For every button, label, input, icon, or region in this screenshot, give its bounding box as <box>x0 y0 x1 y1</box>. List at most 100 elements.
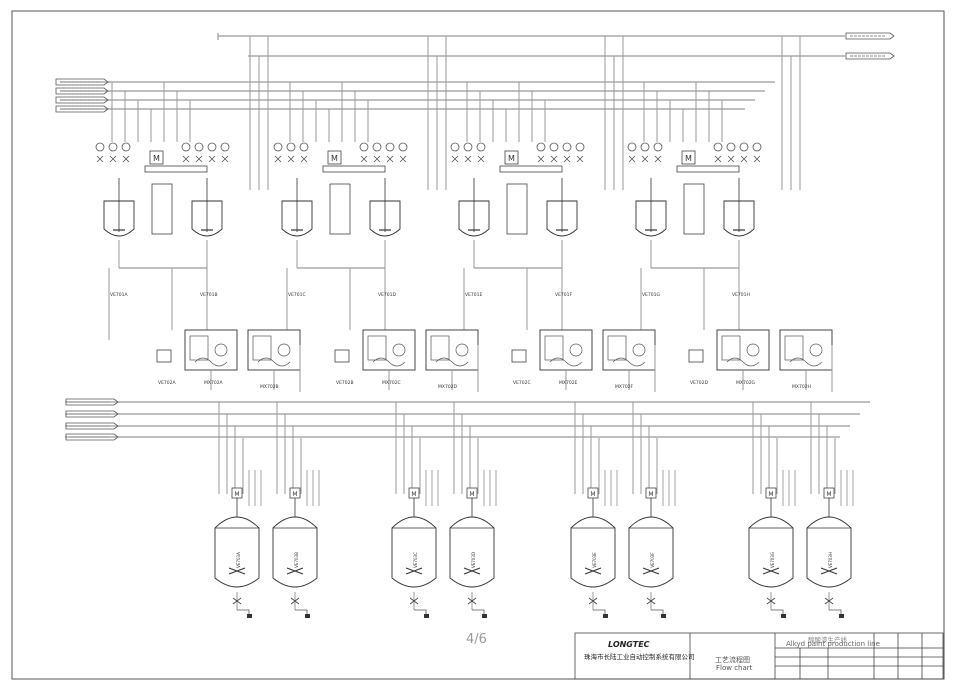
mid-unit-tag: MX702A <box>204 380 224 386</box>
mixer-disc-icon <box>569 343 583 357</box>
pressure-gauge-icon <box>372 142 382 152</box>
storage-tank-tag: VE703A <box>236 552 241 568</box>
drain-valve-icon <box>766 597 776 605</box>
pressure-gauge-icon <box>627 142 637 152</box>
storage-tank-tag: VE703F <box>650 552 655 568</box>
pressure-gauge-icon <box>385 142 395 152</box>
top-header-pipes <box>60 33 845 110</box>
drain-valve-icon <box>588 597 598 605</box>
valve-icon <box>195 155 203 163</box>
valve-icon <box>654 155 662 163</box>
project-name-en: Alkyd paint production line <box>786 640 880 648</box>
valve-icon <box>563 155 571 163</box>
impeller-icon <box>584 567 602 575</box>
pressure-gauge-icon <box>653 142 663 152</box>
impeller-icon <box>642 567 660 575</box>
motor-label: M <box>292 491 297 498</box>
drain-valve-icon <box>409 597 419 605</box>
column <box>683 183 705 235</box>
drain-valve-icon <box>646 597 656 605</box>
valve-icon <box>208 155 216 163</box>
drain-valve-icon <box>290 597 300 605</box>
mixer-piping <box>372 357 406 367</box>
agitator-bridge <box>499 165 563 173</box>
reactor-tag: VE701C <box>288 292 306 298</box>
pressure-gauge-icon <box>181 142 191 152</box>
page-indicator: 4/6 <box>466 632 487 647</box>
drain-fitting <box>839 614 844 618</box>
valve-icon <box>300 155 308 163</box>
motor-label: M <box>331 154 338 163</box>
pressure-gauge-icon <box>398 142 408 152</box>
mixer-chamber <box>367 335 387 361</box>
pressure-gauge-icon <box>752 142 762 152</box>
storage-tank-tag: VE703E <box>592 552 597 568</box>
reactor-tag: VE701A <box>110 292 129 298</box>
pressure-gauge-icon <box>108 142 118 152</box>
motor-label: M <box>648 491 653 498</box>
mid-unit-tag: MX702C <box>382 380 401 386</box>
valve-icon <box>628 155 636 163</box>
mixer-cabinet <box>716 329 770 371</box>
pipe-tag <box>65 410 119 418</box>
pipe-tag <box>65 398 119 406</box>
agitator-bridge <box>676 165 740 173</box>
valve-icon <box>537 155 545 163</box>
pressure-gauge-icon <box>536 142 546 152</box>
column <box>329 183 351 235</box>
company-name-cn: 珠海市长陆工业自动控制系统有限公司 <box>584 653 695 661</box>
pump-icon <box>511 349 527 363</box>
motor-label: M <box>590 491 595 498</box>
pipe-tag <box>55 105 109 113</box>
storage-tank-tag: VE703D <box>471 552 476 568</box>
drain-fitting <box>424 614 429 618</box>
mixer-piping <box>435 357 469 367</box>
drain-valve-icon <box>232 597 242 605</box>
pressure-gauge-icon <box>726 142 736 152</box>
pressure-gauge-icon <box>359 142 369 152</box>
mixer-piping <box>549 357 583 367</box>
mixer-chamber <box>607 335 627 361</box>
pipe-tag <box>65 422 119 430</box>
motor-label: M <box>685 154 692 163</box>
reactor-tag: VE701B <box>200 292 218 298</box>
mixer-chamber <box>252 335 272 361</box>
storage-tank-tag: VE703H <box>828 552 833 568</box>
drain-outlet <box>593 609 606 614</box>
mid-unit-tag: MX702B <box>260 384 279 390</box>
mixer-disc-icon <box>746 343 760 357</box>
mid-unit-tag: VE702D <box>690 380 709 386</box>
agitator-bridge <box>144 165 208 173</box>
mid-unit-tag: MX702H <box>792 384 811 390</box>
drawing-name-cn: 工艺流程图 <box>715 656 750 664</box>
pressure-gauge-icon <box>739 142 749 152</box>
pump-icon <box>688 349 704 363</box>
mid-unit-tag: MX702F <box>615 384 634 390</box>
motor-label: M <box>826 491 831 498</box>
pressure-gauge-icon <box>713 142 723 152</box>
impeller-icon <box>463 567 481 575</box>
mixer-disc-icon <box>392 343 406 357</box>
mixer-chamber <box>189 335 209 361</box>
pressure-gauge-icon <box>95 142 105 152</box>
pressure-gauge-icon <box>286 142 296 152</box>
storage-tank: M VE703E <box>570 402 618 618</box>
pressure-gauge-icon <box>549 142 559 152</box>
pipe-tag <box>55 87 109 95</box>
motor-icon <box>504 150 519 165</box>
valve-icon <box>221 155 229 163</box>
mid-unit-tag: VE702C <box>513 380 531 386</box>
drain-outlet <box>295 609 308 614</box>
valve-icon <box>451 155 459 163</box>
mixer-chamber <box>544 335 564 361</box>
mixer-chamber <box>721 335 741 361</box>
